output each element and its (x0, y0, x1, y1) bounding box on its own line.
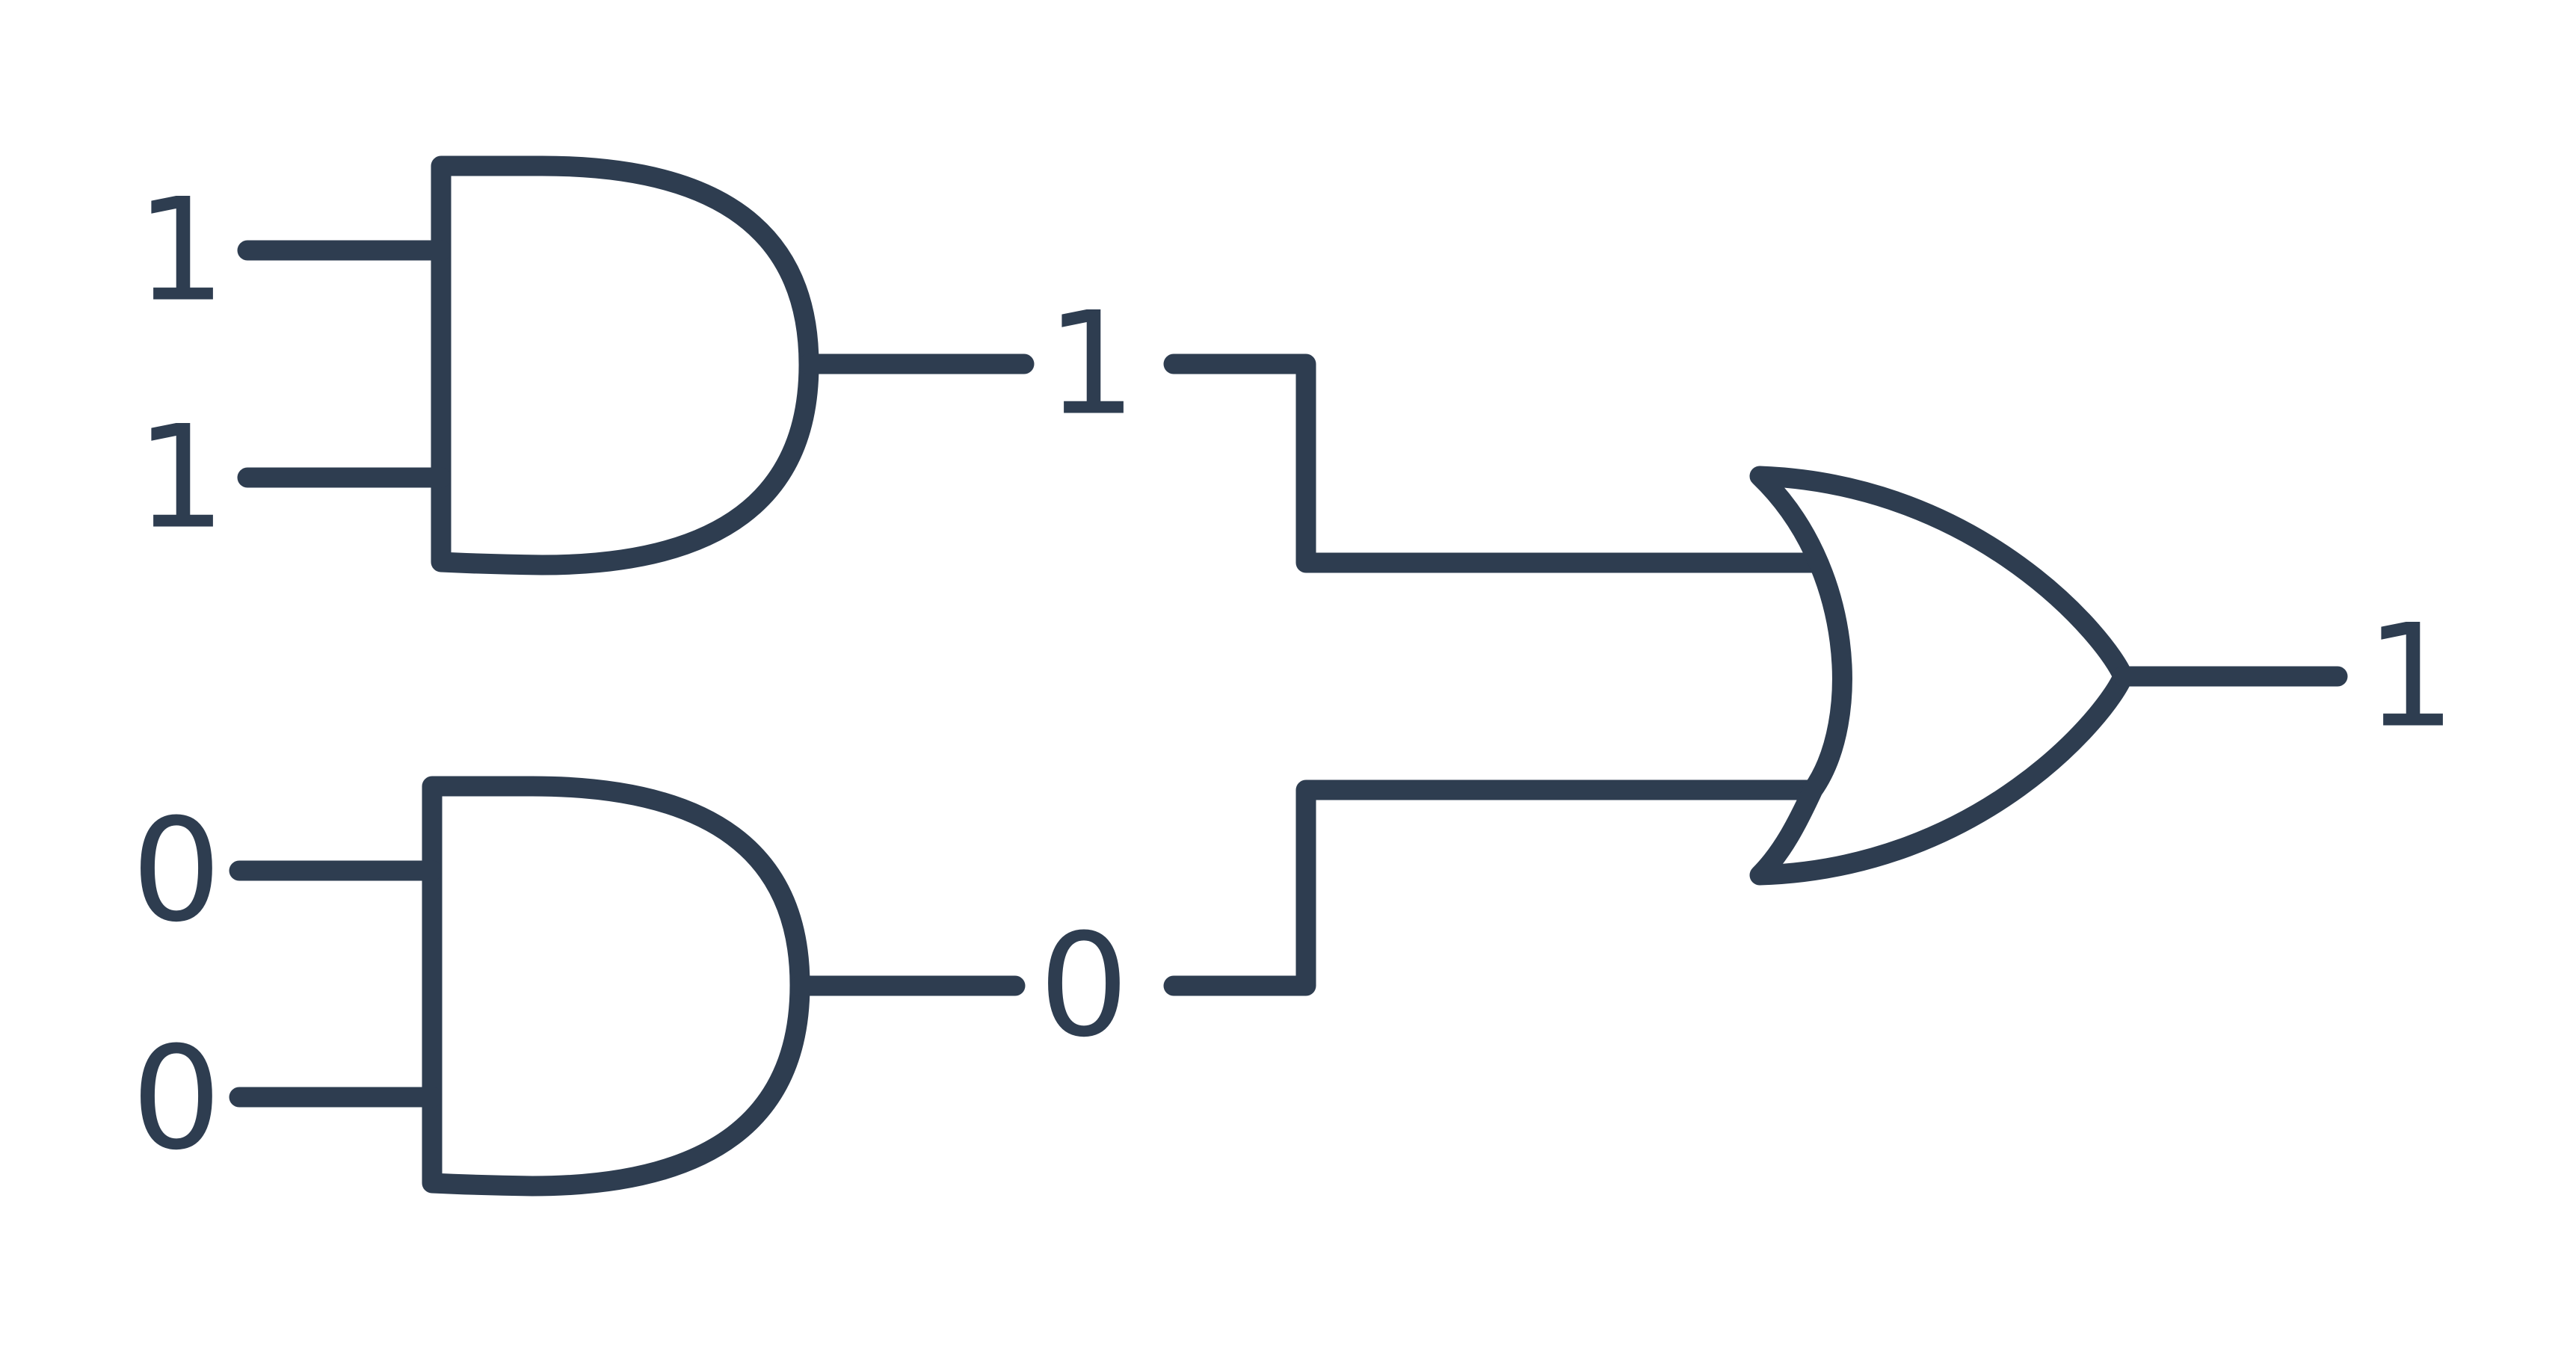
and-gate-bottom-output-label: 0 (1039, 904, 1130, 1069)
and-gate-top (237, 155, 1035, 575)
or-gate-outline (1749, 466, 2133, 886)
or-gate (1749, 466, 2348, 886)
and-gate-bottom-input-b-label: 0 (132, 1016, 222, 1182)
or-gate-output-label: 1 (2366, 594, 2456, 759)
and-gate-top-output-label: 1 (1047, 282, 1137, 447)
and-gate-top-input-a-label: 1 (136, 168, 227, 333)
and-gate-top-body (431, 155, 819, 575)
and-gate-bottom (229, 776, 1026, 1197)
and-gate-bottom-body (422, 776, 810, 1197)
wire-to-or-input-a (1163, 354, 1823, 573)
and-gate-top-input-b-label: 1 (136, 395, 227, 561)
and-gate-bottom-input-a-label: 0 (132, 788, 222, 954)
wire-to-or-input-b (1163, 779, 1823, 996)
